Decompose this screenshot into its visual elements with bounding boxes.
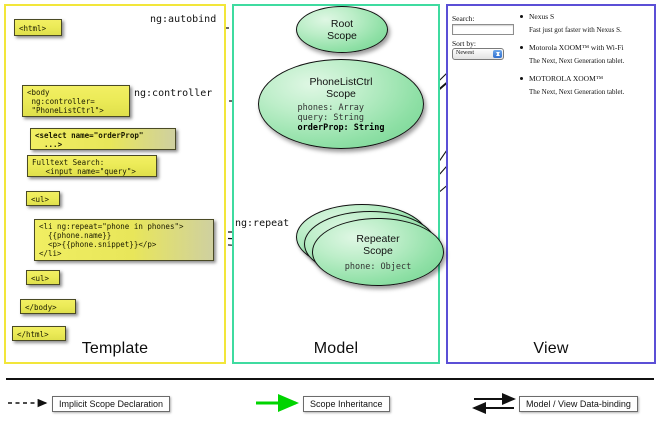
template-box-li-repeat: <li ng:repeat="phone in phones"> {{phone… (34, 219, 214, 261)
search-input[interactable] (452, 24, 514, 35)
prop-phones: phones: Array (297, 102, 365, 113)
phone-snippet: Fast just got faster with Nexus S. (529, 26, 622, 34)
phone-name: Motorola XOOM™ with Wi-Fi (520, 43, 652, 52)
scope-phonelistctrl-props: phones: Array query: String orderProp: S… (298, 103, 385, 133)
template-box-html-open: <html> (14, 19, 62, 36)
phone-name: Nexus S (520, 12, 652, 21)
column-title-template: Template (81, 340, 149, 357)
sort-select-value: Newest (456, 50, 474, 56)
template-box-ul-open: <ul> (26, 191, 60, 206)
template-box-body-close: </body> (20, 299, 76, 314)
list-item: Motorola XOOM™ with Wi-Fi The Next, Next… (520, 43, 652, 65)
column-title-model: Model (313, 340, 359, 357)
sort-label: Sort by: (452, 39, 476, 48)
column-model: Model (232, 4, 440, 364)
sort-select[interactable]: Newest (452, 48, 504, 60)
prop-orderprop: orderProp: String (297, 122, 385, 133)
phone-snippet: The Next, Next Generation tablet. (529, 88, 625, 96)
legend-label-model-view-data-binding: Model / View Data-binding (519, 396, 638, 412)
template-box-ul-close: <ul> (26, 270, 60, 285)
phone-snippet: The Next, Next Generation tablet. (529, 57, 625, 65)
edge-label-ng-repeat: ng:repeat (235, 218, 290, 229)
template-box-body-open: <body ng:controller= "PhoneListCtrl"> (22, 85, 130, 117)
legend-label-implicit-scope-declaration: Implicit Scope Declaration (52, 396, 171, 412)
template-box-select: <select name="orderProp" ...> (30, 128, 176, 150)
scope-repeater-props: phone: Object (344, 261, 412, 272)
template-box-html-close: </html> (12, 326, 66, 341)
edge-label-ng-controller: ng:controller (134, 88, 213, 99)
legend-label-scope-inheritance: Scope Inheritance (303, 396, 390, 412)
edge-label-ng-autobind: ng:autobind (150, 14, 217, 25)
chevron-updown-icon[interactable] (493, 50, 502, 58)
column-title-view: View (533, 340, 569, 357)
search-label: Search: (452, 14, 475, 23)
phone-list: Nexus S Fast just got faster with Nexus … (520, 12, 652, 105)
legend-divider (6, 378, 654, 380)
list-item: MOTOROLA XOOM™ The Next, Next Generation… (520, 74, 652, 96)
template-box-fulltext-search: Fulltext Search: <input name="query"> (27, 155, 157, 177)
list-item: Nexus S Fast just got faster with Nexus … (520, 12, 652, 34)
phone-name: MOTOROLA XOOM™ (520, 74, 652, 83)
prop-query: query: String (297, 112, 365, 123)
